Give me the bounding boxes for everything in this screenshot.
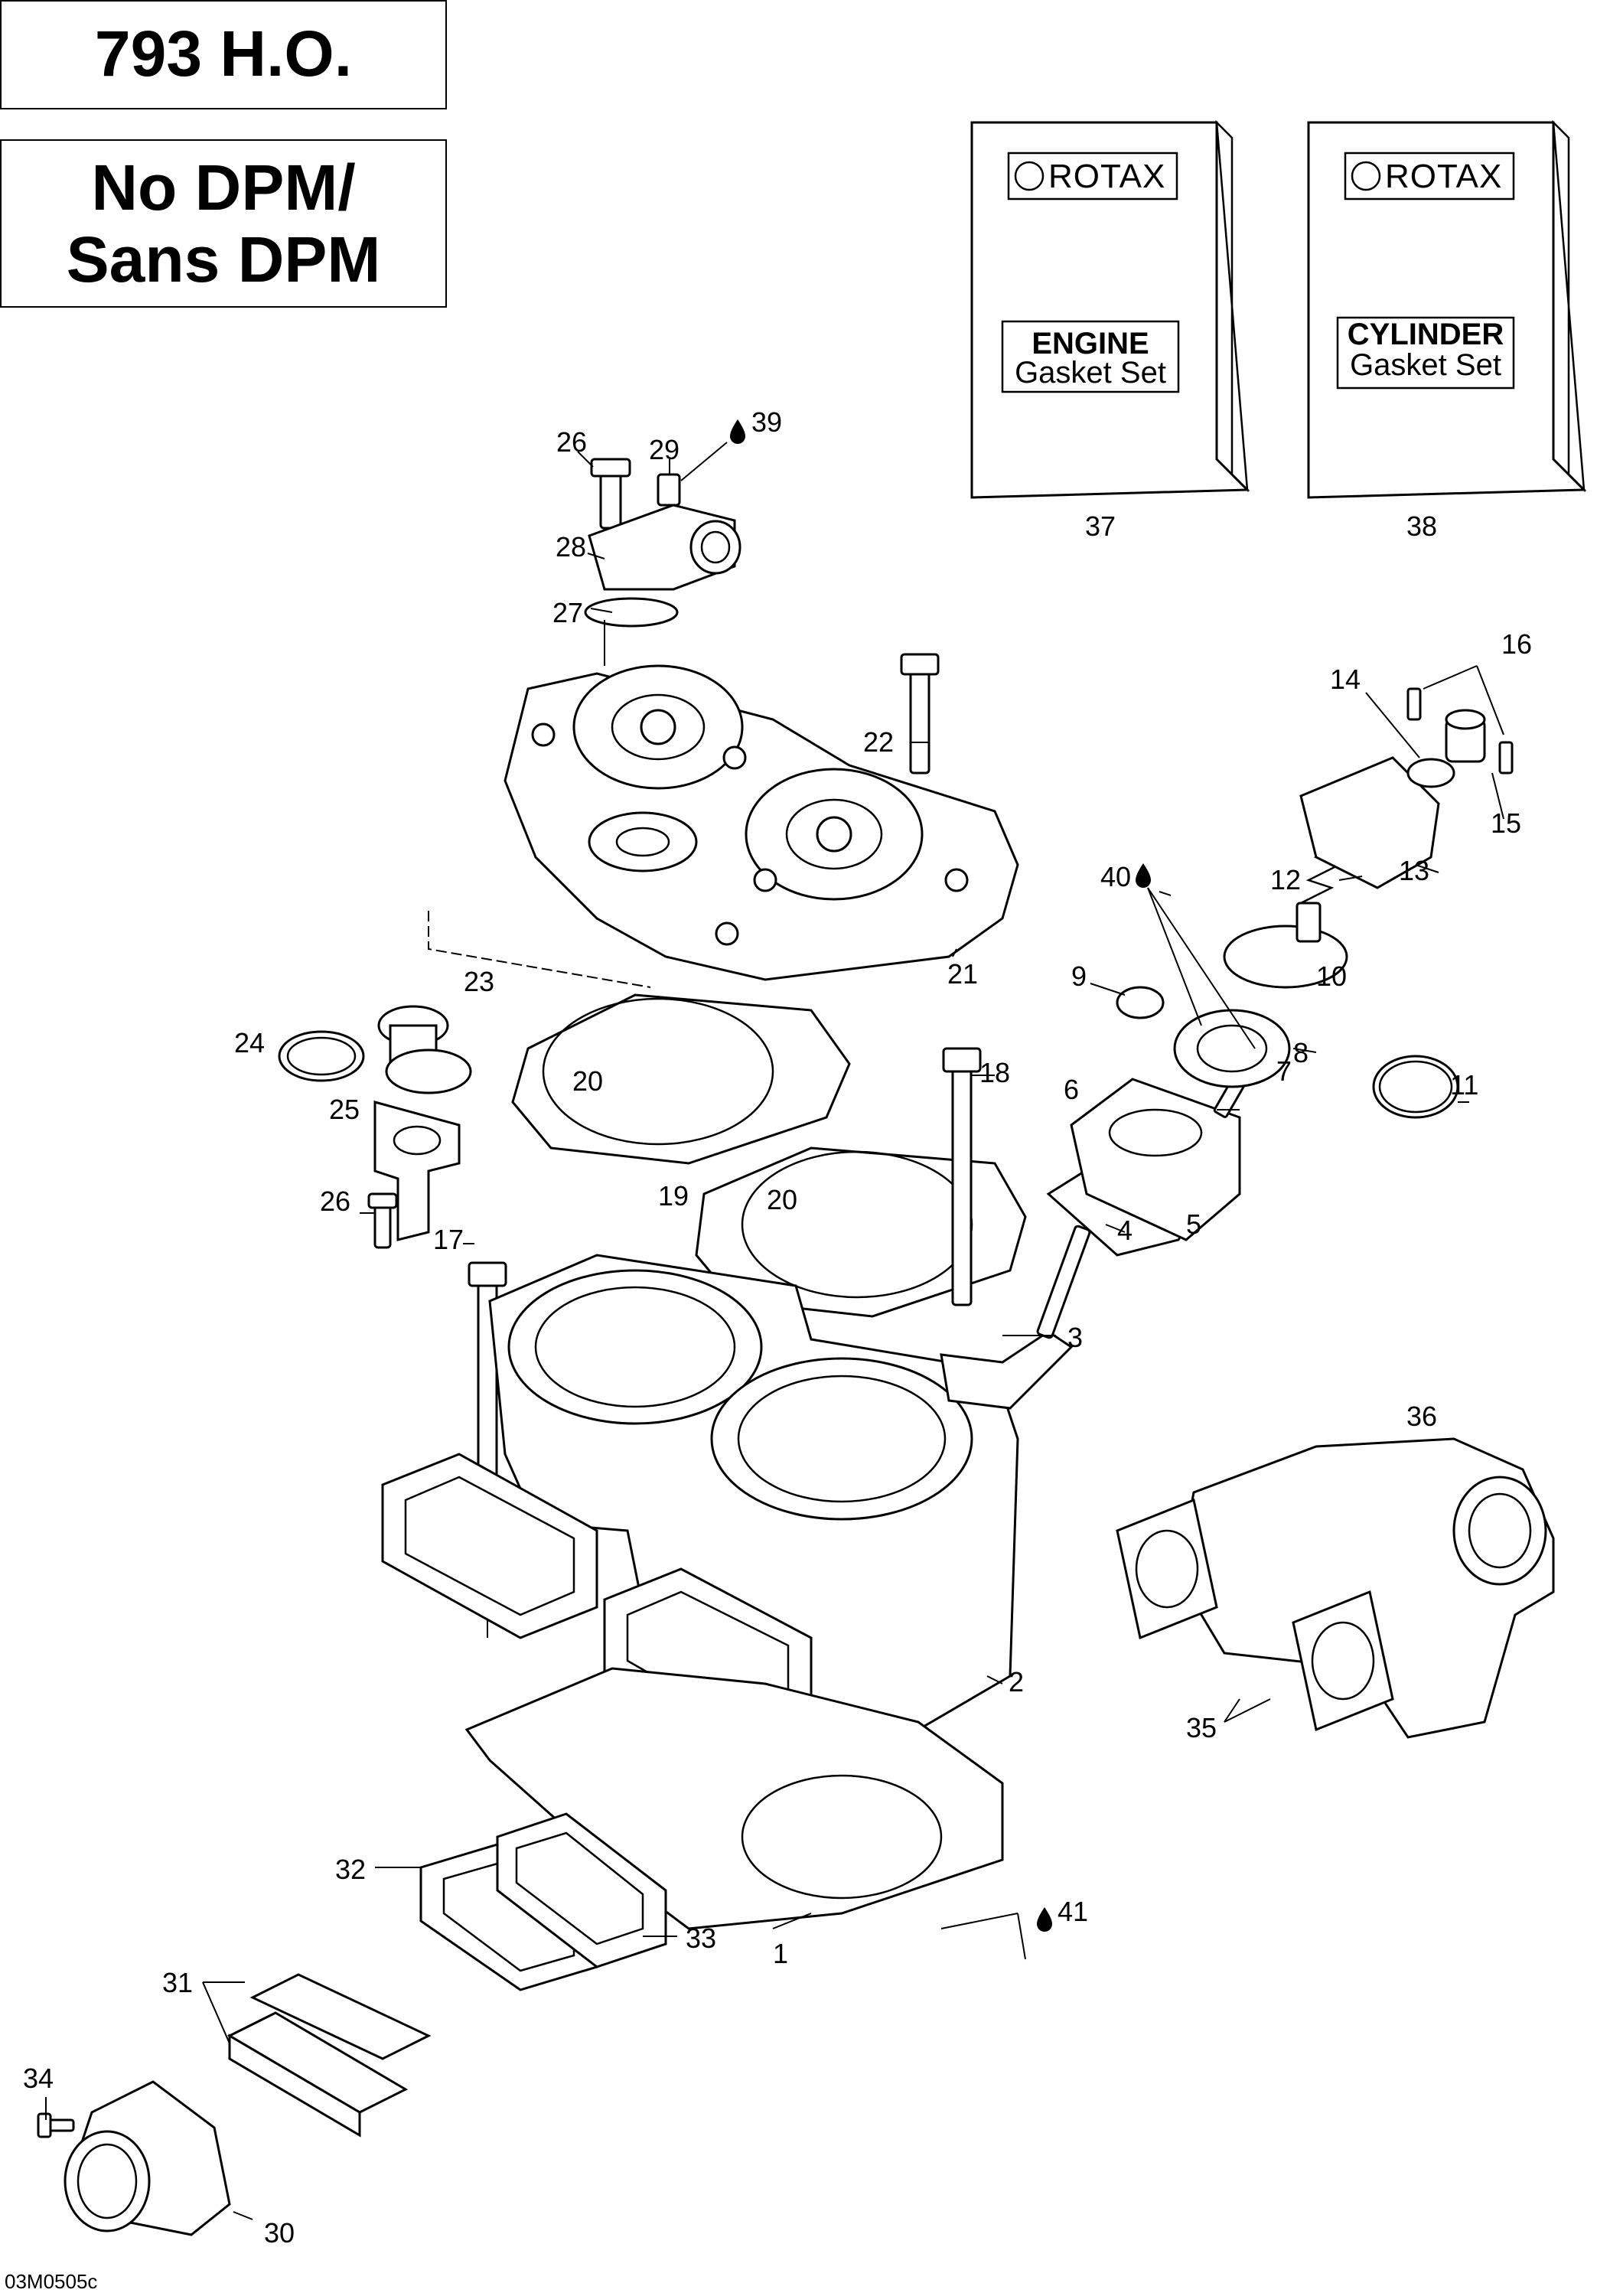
rave-cover-o-ring[interactable] (1406, 758, 1455, 788)
callout-3: 3 (1067, 1322, 1083, 1353)
callout-38: 38 (1406, 510, 1437, 542)
lubricant-drop-icon (730, 419, 745, 444)
rave-bellows[interactable] (1173, 1009, 1291, 1088)
thermostat-gasket[interactable] (278, 1030, 365, 1082)
svg-text:39: 39 (751, 406, 782, 438)
rave-o-ring[interactable] (1116, 986, 1459, 1119)
callout-15: 15 (1491, 807, 1521, 839)
callout-35: 35 (1186, 1712, 1217, 1743)
kit-brand: ROTAX (1048, 158, 1165, 195)
svg-text:40: 40 (1100, 861, 1131, 892)
cylinder-block[interactable] (488, 1254, 1019, 1739)
kit-brand: ROTAX (1385, 158, 1502, 195)
callout-11: 11 (1450, 1069, 1478, 1101)
callout-36: 36 (1406, 1401, 1437, 1432)
callout-31: 31 (162, 1967, 193, 1998)
rave-cap[interactable] (1445, 709, 1486, 763)
variant-box: No DPM/ Sans DPM (0, 139, 447, 308)
thermostat[interactable] (377, 1005, 472, 1094)
callout-39: 39 (730, 406, 782, 444)
callout-14: 14 (1330, 664, 1361, 695)
rotax-gear-icon (1351, 161, 1381, 191)
head-gasket[interactable] (511, 993, 851, 1165)
cylinder-head[interactable] (504, 664, 1019, 981)
callout-24: 24 (234, 1027, 265, 1058)
rave-valve-housing[interactable] (1070, 1078, 1241, 1241)
engine-model-title: 793 H.O. (94, 18, 353, 90)
callout-19: 19 (658, 1180, 689, 1212)
rave-cover[interactable] (1299, 756, 1440, 889)
callout-29: 29 (649, 434, 680, 465)
kit-title: ENGINE (1032, 327, 1149, 360)
cover-screw[interactable] (367, 1192, 398, 1249)
rotax-gear-icon (1014, 161, 1045, 191)
callout-10: 10 (1316, 960, 1347, 992)
flange-screw[interactable] (37, 2112, 75, 2138)
callout-9: 9 (1071, 960, 1087, 992)
kit-subtitle: Gasket Set (1350, 348, 1501, 382)
rave-cover-screw[interactable] (1406, 687, 1514, 775)
water-outlet-fitting[interactable] (584, 458, 741, 628)
callout-27: 27 (552, 597, 583, 628)
intake-flange[interactable] (64, 2080, 231, 2236)
callout-37: 37 (1085, 510, 1116, 542)
callout-7: 7 (1276, 1055, 1292, 1087)
callout-26a: 26 (556, 426, 587, 458)
callout-5: 5 (1186, 1208, 1201, 1240)
svg-text:41: 41 (1058, 1896, 1088, 1927)
engine-model-box: 793 H.O. (0, 0, 447, 109)
callout-2: 2 (1009, 1666, 1024, 1698)
exhaust-manifold[interactable] (1177, 1437, 1555, 1739)
callout-17: 17 (433, 1224, 464, 1255)
variant-line-2: Sans DPM (66, 223, 381, 295)
callout-12: 12 (1270, 864, 1301, 895)
cylinder-gasket-kit[interactable]: ROTAX CYLINDER Gasket Set (1307, 119, 1587, 499)
callout-34: 34 (23, 2063, 54, 2094)
reed-block[interactable] (227, 1973, 432, 2138)
head-bolt[interactable] (900, 653, 940, 775)
callout-28: 28 (556, 531, 586, 563)
callout-30: 30 (264, 2217, 295, 2249)
callout-6: 6 (1064, 1074, 1079, 1105)
callout-23: 23 (464, 966, 494, 997)
kit-subtitle: Gasket Set (1015, 356, 1166, 390)
exhaust-gasket[interactable] (1116, 1498, 1218, 1640)
callout-33: 33 (686, 1923, 716, 1954)
reed-spacer[interactable] (496, 1812, 667, 1968)
callout-40: 40 (1100, 861, 1151, 892)
rave-piston[interactable] (1223, 902, 1348, 989)
cylinder-stud[interactable] (942, 1047, 982, 1306)
thermostat-cover[interactable] (373, 1101, 461, 1241)
callout-4: 4 (1117, 1215, 1133, 1246)
callout-16: 16 (1501, 628, 1532, 660)
callout-26b: 26 (320, 1186, 350, 1217)
callout-8: 8 (1293, 1037, 1309, 1068)
lubricant-drop-icon (1037, 1907, 1052, 1932)
callout-25: 25 (329, 1094, 360, 1125)
callout-1: 1 (773, 1938, 788, 1969)
callout-20a: 20 (572, 1065, 603, 1097)
lubricant-drop-icon (1136, 863, 1151, 888)
callout-13: 13 (1399, 855, 1429, 886)
exhaust-gasket[interactable] (1292, 1590, 1394, 1732)
callout-18: 18 (979, 1057, 1010, 1088)
variant-line-1: No DPM/ (91, 152, 356, 223)
callout-21: 21 (947, 958, 978, 990)
callout-32: 32 (335, 1854, 366, 1885)
callout-22: 22 (863, 726, 894, 758)
engine-gasket-kit[interactable]: ROTAX ENGINE Gasket Set (970, 119, 1250, 499)
callout-20b: 20 (767, 1184, 797, 1215)
callout-41: 41 (1037, 1896, 1088, 1932)
intake-port[interactable] (381, 1453, 598, 1639)
figure-code: 03M0505c (5, 2270, 98, 2293)
kit-title: CYLINDER (1348, 318, 1504, 351)
